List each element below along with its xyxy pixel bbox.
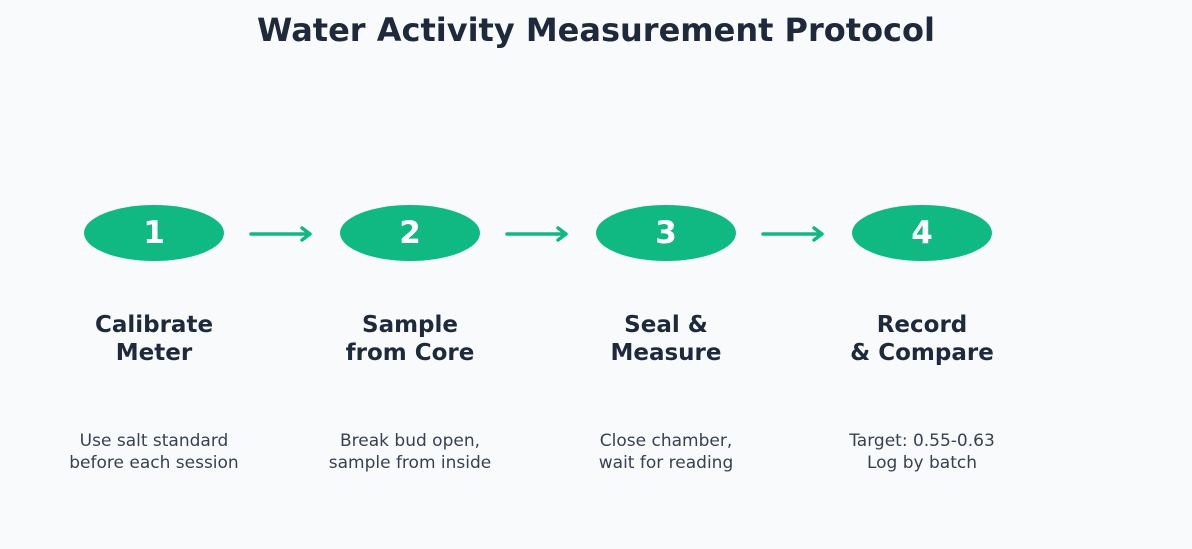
step-description-line: Log by batch (866, 453, 978, 473)
step-number-badge: 2 (340, 205, 480, 261)
step-title-line: & Compare (850, 340, 994, 366)
step-title-line: Sample (362, 312, 458, 338)
step-number-badge: 4 (852, 205, 992, 261)
step-title-line: Measure (610, 340, 722, 366)
step-title-line: Record (876, 312, 968, 338)
step-description: Close chamber,wait for reading (546, 430, 786, 474)
step-description-line: Close chamber, (599, 431, 733, 451)
step-description-line: Break bud open, (340, 431, 480, 451)
arrow-right-icon (249, 226, 312, 242)
step-number-badge: 3 (596, 205, 736, 261)
arrow-right-icon (761, 226, 824, 242)
step-title-line: Meter (115, 340, 193, 366)
arrow-right-icon (505, 226, 568, 242)
step-description: Break bud open,sample from inside (290, 430, 530, 474)
diagram-title: Water Activity Measurement Protocol (257, 11, 935, 49)
step-description-line: wait for reading (598, 453, 734, 473)
step-number-badge: 1 (84, 205, 224, 261)
step-description-line: sample from inside (328, 453, 492, 473)
step-description-line: Target: 0.55-0.63 (849, 431, 995, 451)
step-title-line: Calibrate (94, 312, 214, 338)
step-title-line: Seal & (624, 312, 708, 338)
step-title: Record& Compare (802, 311, 1042, 367)
step-description-line: Use salt standard (79, 431, 229, 451)
step-title: Seal &Measure (546, 311, 786, 367)
step-description-line: before each session (69, 453, 239, 473)
step-title-line: from Core (345, 340, 475, 366)
